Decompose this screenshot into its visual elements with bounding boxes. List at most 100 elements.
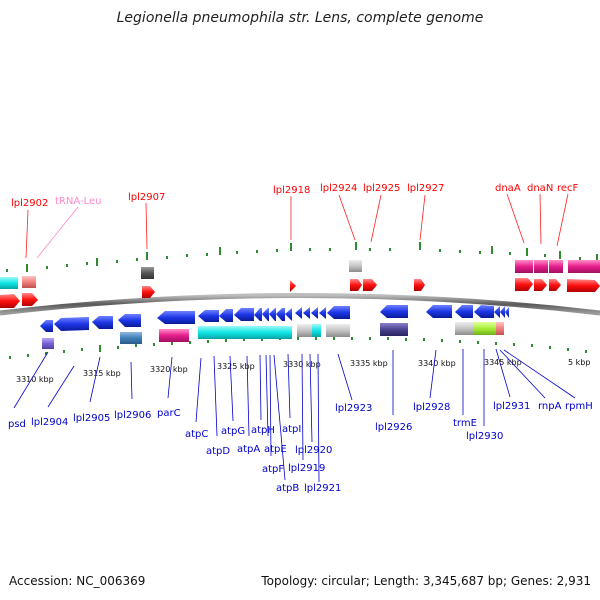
gene-red-arrow-2[interactable] bbox=[22, 293, 38, 306]
gene-atpi-arrow[interactable] bbox=[295, 307, 302, 319]
gene-lpl2926-block[interactable] bbox=[380, 323, 408, 336]
gene-recf-block[interactable] bbox=[549, 260, 563, 273]
lower-gene-track bbox=[40, 305, 509, 349]
gene-lpl2926-arrow[interactable] bbox=[380, 305, 408, 318]
top-labels: lpl2902 tRNA-Leu lpl2907 lpl2918 lpl2924… bbox=[11, 183, 579, 209]
gene-gray-block-1[interactable] bbox=[297, 324, 312, 337]
gene-atpg-arrow[interactable] bbox=[234, 308, 254, 321]
gene-lpl2921-arrow[interactable] bbox=[319, 307, 326, 319]
gene-lpl2930-arrow[interactable] bbox=[474, 305, 494, 318]
gene-atpd-arrow[interactable] bbox=[219, 309, 233, 322]
gene-lime-block[interactable] bbox=[473, 322, 496, 335]
label-lpl2918[interactable]: lpl2918 bbox=[273, 185, 310, 196]
label-lpl2921[interactable]: lpl2921 bbox=[304, 483, 341, 494]
gene-red-arrow-1[interactable] bbox=[0, 294, 20, 308]
gene-lpl2924-arrow[interactable] bbox=[350, 279, 362, 291]
gene-dnaa-arrow[interactable] bbox=[515, 278, 533, 291]
gene-psd-arrow[interactable] bbox=[40, 320, 53, 332]
label-lpl2904[interactable]: lpl2904 bbox=[31, 417, 68, 428]
label-atpa[interactable]: atpA bbox=[237, 444, 260, 455]
gene-lpl2928-arrow[interactable] bbox=[426, 305, 452, 318]
label-lpl2902[interactable]: lpl2902 bbox=[11, 198, 48, 209]
label-atpe[interactable]: atpE bbox=[264, 444, 287, 455]
gene-lpl2907-block[interactable] bbox=[141, 267, 154, 279]
label-lpl2931[interactable]: lpl2931 bbox=[493, 401, 530, 412]
gene-lpl2905-arrow[interactable] bbox=[92, 316, 113, 329]
gene-lpl2902-block[interactable] bbox=[0, 277, 18, 289]
gene-trna-leu-block[interactable] bbox=[22, 276, 36, 288]
gene-lpl2919-arrow[interactable] bbox=[303, 307, 310, 319]
bottom-leader-lines bbox=[13, 348, 576, 483]
gene-parc-block[interactable] bbox=[159, 329, 189, 342]
gene-lpl2927-arrow[interactable] bbox=[414, 279, 425, 291]
bottom-tick-row bbox=[9, 337, 587, 359]
gene-psd-block[interactable] bbox=[42, 338, 54, 349]
gene-lpl2920-arrow[interactable] bbox=[311, 307, 318, 319]
gene-lpl2904-arrow[interactable] bbox=[54, 317, 89, 331]
gene-magenta-block-4[interactable] bbox=[568, 260, 600, 273]
label-lpl2925[interactable]: lpl2925 bbox=[363, 183, 400, 194]
gene-lpl2918-arrow[interactable] bbox=[290, 280, 296, 292]
gene-lpl2906-block[interactable] bbox=[120, 332, 142, 344]
gene-atpa-arrow[interactable] bbox=[254, 308, 262, 321]
label-atpd[interactable]: atpD bbox=[206, 446, 230, 457]
label-atpf[interactable]: atpF bbox=[262, 464, 284, 475]
gene-parc-arrow[interactable] bbox=[157, 311, 195, 324]
gene-atpb-arrow[interactable] bbox=[285, 308, 292, 321]
gene-pink-block[interactable] bbox=[496, 322, 504, 335]
label-atpc[interactable]: atpC bbox=[185, 429, 208, 440]
top-leader-lines bbox=[25, 193, 569, 259]
label-atpg[interactable]: atpG bbox=[221, 426, 245, 437]
gene-rnpa-arrow[interactable] bbox=[500, 306, 505, 318]
gene-dnan-block[interactable] bbox=[534, 260, 548, 273]
gene-dnan-arrow[interactable] bbox=[534, 279, 547, 291]
scale-3325: 3325 kbp bbox=[217, 362, 255, 371]
gene-dnaa-block[interactable] bbox=[515, 260, 533, 273]
label-lpl2927[interactable]: lpl2927 bbox=[407, 183, 444, 194]
label-lpl2919[interactable]: lpl2919 bbox=[288, 463, 325, 474]
top-tick-row bbox=[6, 242, 598, 272]
gene-atpe-arrow[interactable] bbox=[269, 308, 276, 321]
label-lpl2928[interactable]: lpl2928 bbox=[413, 402, 450, 413]
gene-red-arrow-right[interactable] bbox=[567, 279, 600, 292]
label-dnan[interactable]: dnaN bbox=[527, 183, 553, 194]
label-atpi[interactable]: atpI bbox=[282, 424, 301, 435]
gene-lpl2925-arrow[interactable] bbox=[363, 279, 377, 291]
label-dnaa[interactable]: dnaA bbox=[495, 183, 521, 194]
accession-text: Accession: NC_006369 bbox=[9, 574, 146, 588]
gene-lpl2931-arrow[interactable] bbox=[494, 306, 500, 318]
gene-rpmh-arrow[interactable] bbox=[505, 307, 509, 318]
label-parc[interactable]: parC bbox=[157, 408, 181, 419]
label-trna-leu[interactable]: tRNA-Leu bbox=[55, 196, 101, 207]
gene-lpl2907-arrow[interactable] bbox=[142, 286, 155, 298]
label-trme[interactable]: trmE bbox=[453, 418, 477, 429]
gene-lpl2923-block[interactable] bbox=[326, 324, 350, 337]
gene-trme-arrow[interactable] bbox=[455, 305, 473, 318]
label-lpl2920[interactable]: lpl2920 bbox=[295, 445, 332, 456]
label-lpl2923[interactable]: lpl2923 bbox=[335, 403, 372, 414]
label-lpl2905[interactable]: lpl2905 bbox=[73, 413, 110, 424]
gene-atp-operon-block[interactable] bbox=[198, 326, 292, 339]
gene-gray-block-3[interactable] bbox=[455, 322, 473, 335]
label-lpl2924[interactable]: lpl2924 bbox=[320, 183, 357, 194]
label-recf[interactable]: recF bbox=[557, 183, 579, 194]
label-lpl2926[interactable]: lpl2926 bbox=[375, 422, 412, 433]
gene-atpc-arrow[interactable] bbox=[198, 310, 219, 322]
label-atph[interactable]: atpH bbox=[251, 425, 275, 436]
gene-lpl2906-arrow[interactable] bbox=[118, 314, 141, 327]
gene-atph-arrow[interactable] bbox=[262, 308, 269, 321]
gene-recf-arrow[interactable] bbox=[549, 279, 561, 291]
gene-lpl2924-block[interactable] bbox=[349, 260, 362, 272]
label-psd[interactable]: psd bbox=[8, 419, 26, 430]
gene-lpl2923-arrow[interactable] bbox=[327, 306, 350, 319]
gene-atpf-arrow[interactable] bbox=[276, 308, 285, 321]
label-lpl2930[interactable]: lpl2930 bbox=[466, 431, 503, 442]
map-title: Legionella pneumophila str. Lens, comple… bbox=[116, 10, 484, 26]
trna-leader-line bbox=[36, 206, 79, 259]
label-rnpa[interactable]: rnpA bbox=[538, 401, 562, 412]
label-lpl2906[interactable]: lpl2906 bbox=[114, 410, 151, 421]
label-rpmh[interactable]: rpmH bbox=[565, 401, 593, 412]
label-lpl2907[interactable]: lpl2907 bbox=[128, 192, 165, 203]
label-atpb[interactable]: atpB bbox=[276, 483, 299, 494]
gene-cyan-block-2[interactable] bbox=[312, 324, 321, 337]
